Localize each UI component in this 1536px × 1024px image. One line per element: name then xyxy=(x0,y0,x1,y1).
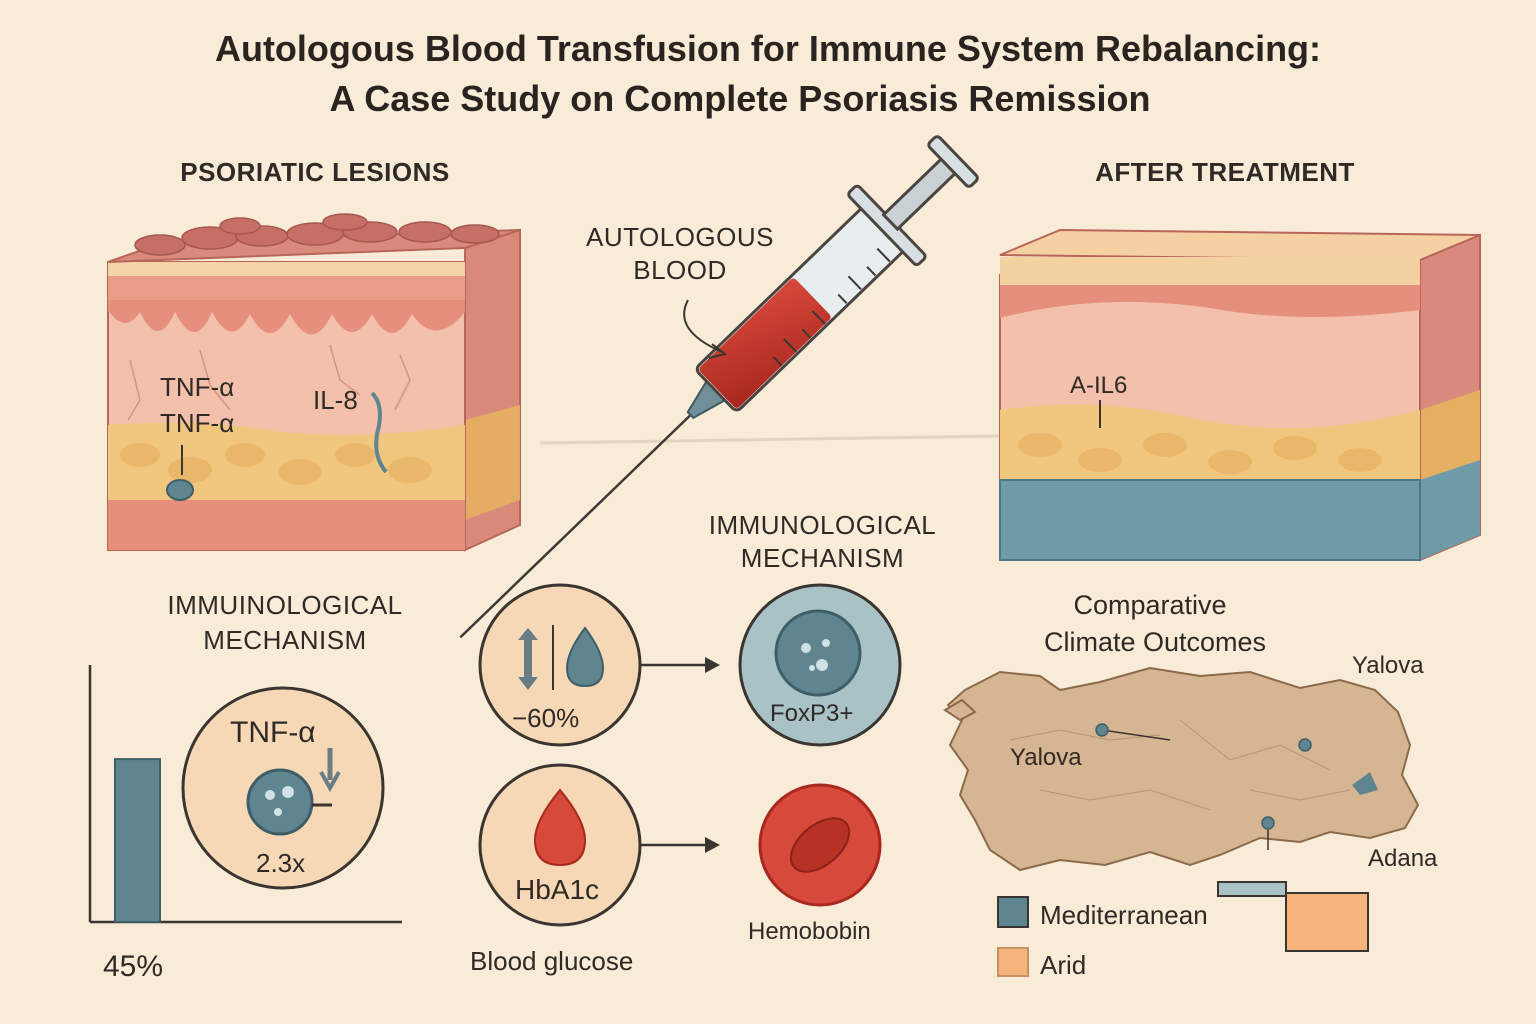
center-mechanism-heading-2: MECHANISM xyxy=(740,543,905,573)
blood-pointer-arrow xyxy=(683,299,723,353)
city-label-adana: Adana xyxy=(1368,845,1438,872)
map-land xyxy=(946,666,1420,872)
lake-van xyxy=(1352,772,1378,795)
climate-bar-mediterranean xyxy=(1217,881,1287,897)
minus-60-label: −60% xyxy=(512,703,580,733)
left-panel-heading: PSORIATIC LESIONS xyxy=(180,157,450,187)
syringe-needle xyxy=(459,407,699,639)
il8-fiber xyxy=(370,391,388,474)
psoriatic-skin-block xyxy=(107,213,521,552)
hba1c-label: HbA1c xyxy=(515,874,600,905)
bar-percent-label: 45% xyxy=(103,950,164,983)
foxp3-label: FoxP3+ xyxy=(770,700,854,727)
map-pin-yalova xyxy=(1095,723,1109,737)
city-label-yalova: Yalova xyxy=(1010,744,1082,771)
city-label-yalova-top: Yalova xyxy=(1352,652,1424,679)
t-cell-icon xyxy=(246,768,314,836)
right-panel-heading: AFTER TREATMENT xyxy=(1095,157,1355,187)
stratum-corneum xyxy=(108,262,465,276)
il8-label: IL-8 xyxy=(313,385,358,415)
syringe-label-line-1: AUTOLOGOUS xyxy=(585,222,774,252)
left-mechanism-heading-2: MECHANISM xyxy=(203,625,367,655)
legend-swatch-mediterranean xyxy=(997,896,1029,928)
left-mechanism-heading-1: IMMUINOLOGICAL xyxy=(167,590,403,620)
skin-block-side-fat xyxy=(465,405,520,520)
syringe-blood xyxy=(699,278,831,408)
tnf-alpha-label-1: TNF-α xyxy=(160,372,235,402)
map-pin-adana xyxy=(1261,816,1275,830)
syringe xyxy=(459,135,979,639)
tnf-alpha-label-2: TNF-α xyxy=(160,408,235,438)
immune-cell-dot xyxy=(166,479,194,501)
rete-ridges xyxy=(108,300,465,335)
title-line-1: Autologous Blood Transfusion for Immune … xyxy=(214,28,1322,69)
bottom-layer xyxy=(108,500,465,550)
legend-label-mediterranean: Mediterranean xyxy=(1040,900,1208,930)
blood-glucose-label: Blood glucose xyxy=(470,946,634,976)
a-il6-label: A-IL6 xyxy=(1070,372,1128,399)
title-line-2: A Case Study on Complete Psoriasis Remis… xyxy=(329,78,1151,119)
map-heading-2: Climate Outcomes xyxy=(1043,627,1267,657)
blood-drop-icon xyxy=(533,788,587,867)
drop-icon-teal xyxy=(565,626,605,688)
climate-bar-arid xyxy=(1285,892,1369,952)
legend-swatch-arid xyxy=(997,947,1029,977)
map-heading-1: Comparative xyxy=(1073,590,1227,620)
floor-line xyxy=(539,434,1001,445)
percent-bar xyxy=(114,758,161,923)
bar-chart-mini xyxy=(88,665,402,924)
treg-cell-icon xyxy=(774,609,862,697)
turkey-map xyxy=(943,666,1420,977)
psoriatic-plaques xyxy=(134,213,500,256)
center-mechanism-heading-1: IMMUNOLOGICAL xyxy=(708,510,937,540)
map-pin-east xyxy=(1298,738,1312,752)
healed-skin-block xyxy=(999,228,1481,562)
center-mechanism xyxy=(478,583,902,927)
circle-tnf-label: TNF-α xyxy=(230,716,316,749)
legend-label-arid: Arid xyxy=(1040,950,1087,980)
circle-fold-change: 2.3x xyxy=(256,848,306,878)
syringe-label-line-2: BLOOD xyxy=(633,255,727,285)
hemoglobin-label: Hemobobin xyxy=(748,918,871,945)
